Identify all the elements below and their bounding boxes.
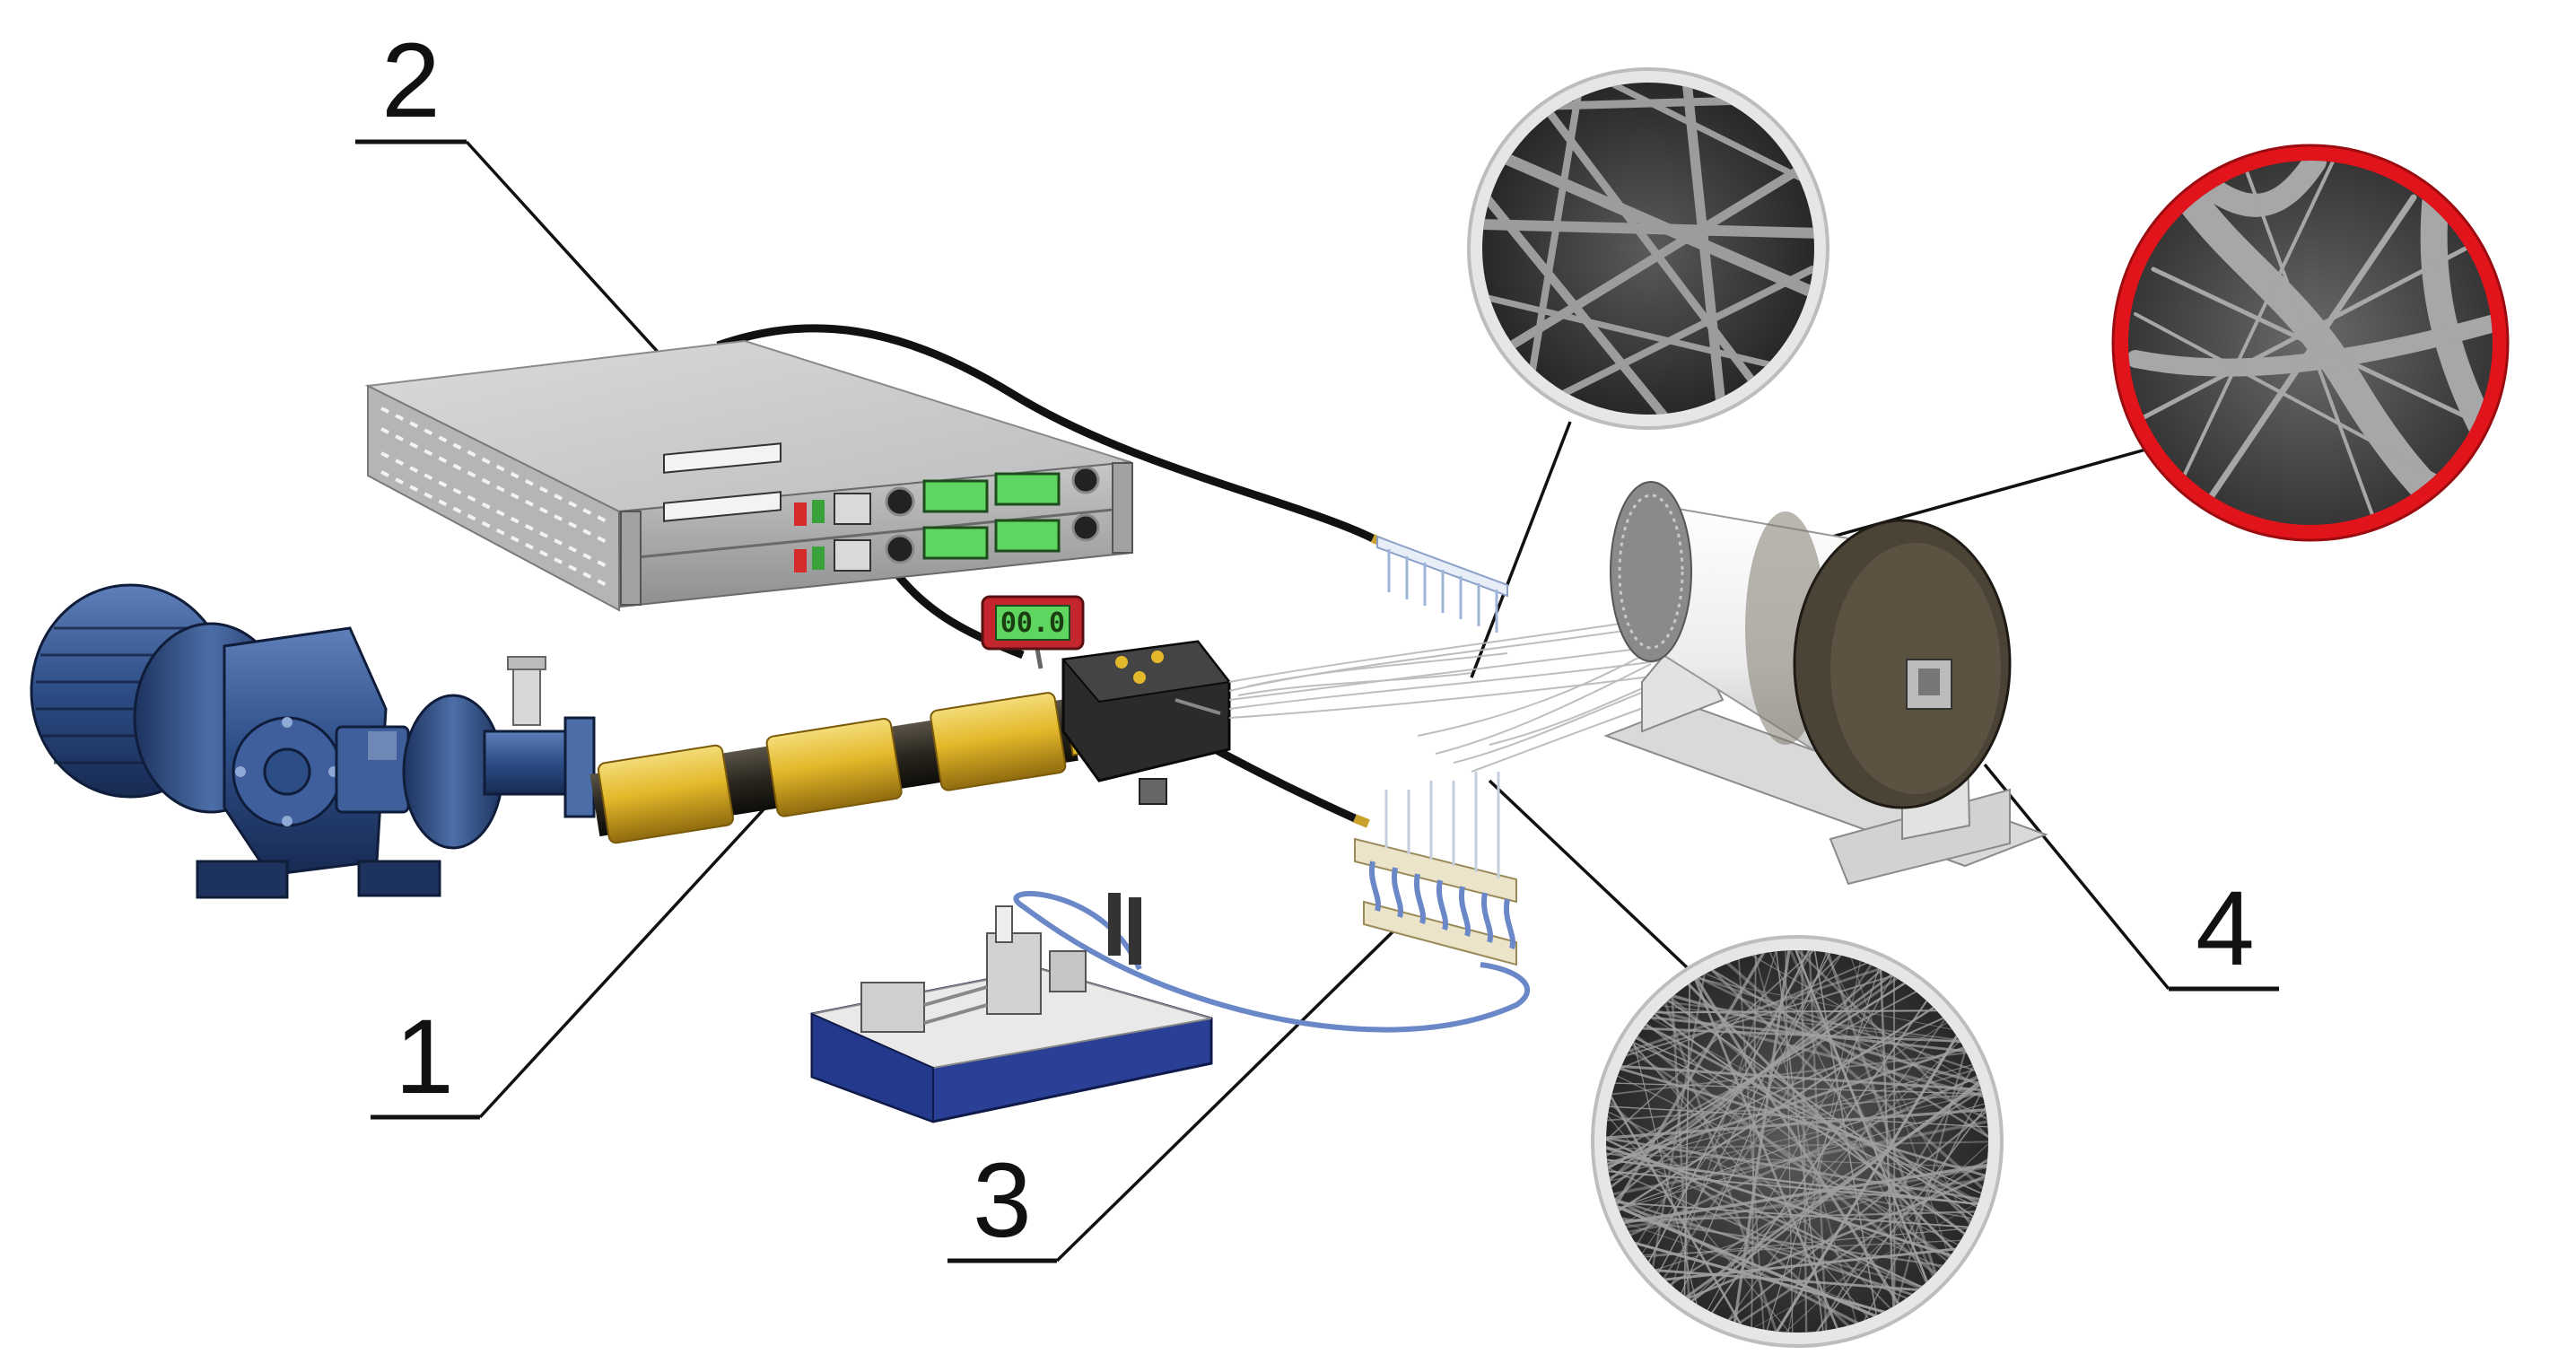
label-2-leader bbox=[465, 140, 668, 363]
sem-fiber bbox=[1683, 1034, 1968, 1308]
sem-fiber bbox=[1670, 984, 1691, 1311]
fiber-jets bbox=[1228, 618, 1688, 773]
sem-fiber bbox=[1606, 1133, 1932, 1293]
sem-fiber bbox=[1808, 1097, 1988, 1333]
sem-fiber bbox=[1650, 1003, 1973, 1044]
sem-fiber bbox=[1606, 1163, 1917, 1304]
sem-fiber bbox=[1643, 950, 1815, 1272]
sem-fiber bbox=[1751, 950, 1860, 1333]
rotating-drum-collector bbox=[1603, 481, 2048, 886]
sem-fiber bbox=[1606, 1152, 1988, 1168]
sem-fiber bbox=[1742, 1195, 1988, 1333]
sem-fiber bbox=[1606, 1066, 1985, 1181]
sem-fiber bbox=[1606, 962, 1891, 1208]
power-supply-upper-controls bbox=[663, 442, 1100, 526]
sem-fiber bbox=[1822, 950, 1941, 1284]
label-1: 1 bbox=[395, 998, 454, 1116]
sem-fiber bbox=[1662, 991, 1988, 1088]
sem-fiber bbox=[1683, 1075, 1988, 1308]
label-1-leader bbox=[478, 772, 799, 1119]
temperature-readout: 00.0 bbox=[1000, 607, 1065, 639]
label-4-leader bbox=[1983, 763, 2170, 991]
upper-spinneret-nozzles bbox=[1376, 535, 1508, 633]
extruder-barrel bbox=[589, 692, 1096, 844]
sem-inset-top bbox=[1467, 67, 1829, 430]
sem-fiber bbox=[1657, 956, 1878, 1288]
sem-fiber bbox=[1615, 963, 1893, 1056]
sem-fiber bbox=[1606, 1051, 1978, 1097]
label-4: 4 bbox=[2196, 870, 2255, 988]
sem-fiber bbox=[1643, 1009, 1950, 1014]
sem-fiber bbox=[1606, 1105, 1798, 1333]
sem-fiber bbox=[1636, 1018, 1987, 1210]
sem-inset-bottom bbox=[1591, 935, 2004, 1348]
sem-fiber bbox=[1857, 1079, 1988, 1333]
sem-fiber bbox=[1704, 962, 1979, 1230]
pump-feed-tubing bbox=[1013, 890, 1531, 1033]
temperature-display: 00.0 bbox=[981, 595, 1085, 669]
sem-fiber bbox=[1606, 1082, 1988, 1096]
sem-top-leader bbox=[1470, 421, 1572, 678]
sem-fiber bbox=[1613, 1162, 1988, 1226]
sem-fiber bbox=[1611, 1064, 1988, 1092]
sem-fiber bbox=[1702, 966, 1899, 1319]
sem-fiber bbox=[1611, 1064, 1988, 1180]
sem-fiber bbox=[1616, 1176, 1988, 1230]
sem-fiber bbox=[1718, 955, 1988, 1197]
sem-bottom-leader bbox=[1488, 779, 1689, 969]
sem-fiber bbox=[1613, 971, 1906, 1061]
high-voltage-power-supply bbox=[364, 339, 1134, 612]
sem-inset-highlight bbox=[2111, 144, 2510, 542]
sem-fiber bbox=[1728, 1151, 1988, 1332]
extrusion-head: 00.0 bbox=[981, 595, 1231, 805]
lower-spinneret-manifold bbox=[1354, 772, 1517, 966]
sem-fiber bbox=[1626, 1035, 1876, 1327]
sem-fiber bbox=[1800, 950, 1808, 1333]
sem-fiber bbox=[1606, 1092, 1988, 1123]
sem-fiber bbox=[1690, 969, 1905, 1313]
label-3-leader bbox=[1055, 917, 1408, 1263]
sem-fiber bbox=[1637, 1017, 1955, 1268]
sem-fiber bbox=[1606, 1118, 1988, 1198]
label-3: 3 bbox=[973, 1141, 1032, 1260]
sem-fiber bbox=[1719, 1104, 1988, 1328]
electric-motor bbox=[30, 583, 596, 899]
sem-bottom-fiber-mesh bbox=[1606, 950, 1988, 1333]
sem-fiber bbox=[1787, 950, 1988, 1148]
power-supply-lower-controls bbox=[663, 491, 1100, 572]
sem-fiber bbox=[1879, 958, 1895, 1318]
sem-fiber bbox=[1652, 1246, 1968, 1282]
sem-fiber bbox=[1606, 967, 1900, 1194]
syringe-pump bbox=[808, 893, 1213, 1123]
sem-fiber bbox=[1633, 1227, 1979, 1259]
sem-fiber bbox=[1893, 966, 1896, 1317]
sem-fiber bbox=[1740, 950, 1988, 1095]
sem-fiber bbox=[1668, 950, 1780, 1297]
label-2: 2 bbox=[381, 22, 441, 140]
sem-fiber bbox=[1808, 950, 1828, 1333]
